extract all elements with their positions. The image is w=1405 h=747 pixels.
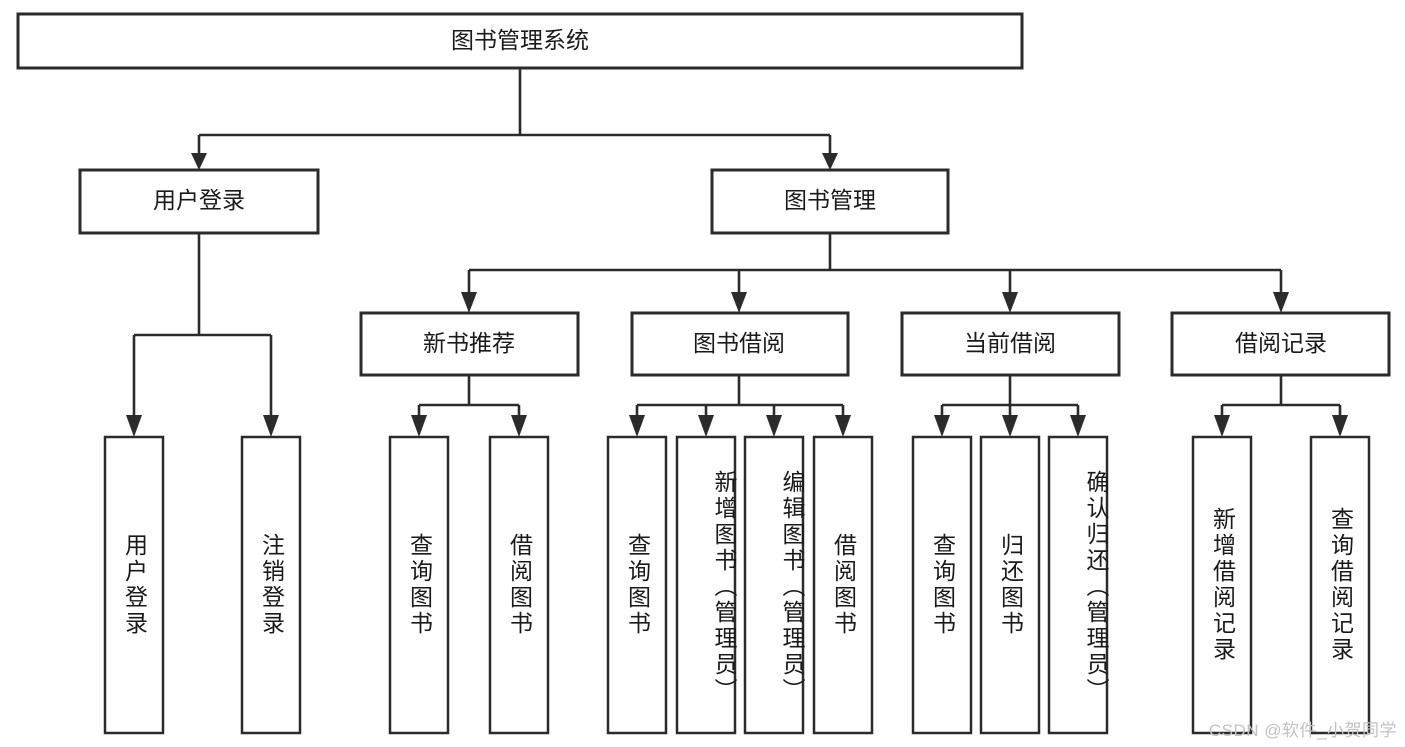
node-level2-user-login-box[interactable]: [78, 168, 320, 235]
node-leaf-bookborrow-2-label: 编辑图书（管理员）: [779, 470, 805, 704]
arrow-head-leaf-bookborrow-0: [629, 415, 645, 437]
node-level3-new-book-box[interactable]: [359, 311, 580, 377]
node-root-label: 图书管理系统: [451, 27, 589, 53]
node-leaf-currentborrow-2-label: 确认归还（管理员）: [1083, 470, 1109, 704]
node-leaf-bookborrow-0-label: 查询图书: [624, 533, 651, 637]
node-level3-current-borrow-label: 当前借阅: [964, 330, 1056, 356]
node-level2-book-manage-label: 图书管理: [784, 187, 876, 213]
arrow-head-user-login: [191, 153, 207, 170]
arrow-head-leaf-user-login-1: [263, 415, 279, 437]
connector-layer: [126, 68, 1348, 437]
node-root-box[interactable]: [16, 12, 1024, 70]
node-leaf-borrowrecord-1-label: 查询借阅记录: [1327, 507, 1354, 663]
node-level3-book-borrow-label: 图书借阅: [693, 330, 785, 356]
arrow-head-level3-0: [461, 292, 477, 313]
node-leaf-currentborrow-0-label: 查询图书: [929, 533, 956, 637]
node-level3-borrow-record-box[interactable]: [1170, 311, 1391, 377]
node-box-layer: [16, 12, 1391, 735]
node-leaf-bookborrow-3-label: 借阅图书: [830, 533, 857, 637]
arrow-head-book-manage: [822, 153, 838, 170]
arrow-head-level3-1: [731, 292, 747, 313]
arrow-head-leaf-currentborrow-0: [934, 415, 950, 437]
node-leaf-currentborrow-0-box[interactable]: [911, 435, 973, 735]
arrow-head-leaf-bookborrow-2: [766, 415, 782, 437]
node-leaf-user-login-1-label: 注销登录: [258, 533, 285, 637]
arrow-head-leaf-bookborrow-1: [698, 415, 714, 437]
node-level2-book-manage-box[interactable]: [710, 168, 950, 235]
node-leaf-newbook-0-box[interactable]: [388, 435, 450, 735]
node-leaf-bookborrow-1-box[interactable]: [675, 435, 737, 735]
node-leaf-currentborrow-1-label: 归还图书: [997, 533, 1024, 637]
node-leaf-borrowrecord-1-box[interactable]: [1309, 435, 1371, 735]
arrow-head-leaf-newbook-0: [411, 415, 427, 437]
node-leaf-newbook-1-box[interactable]: [488, 435, 550, 735]
node-label-layer: 图书管理系统 用户登录 图书管理 新书推荐 图书借阅 当前借阅 借阅记录: [153, 27, 1327, 356]
node-leaf-bookborrow-1-label: 新增图书（管理员）: [711, 470, 737, 704]
arrow-head-level3-2: [1002, 292, 1018, 313]
arrow-head-leaf-borrowrecord-0: [1214, 415, 1230, 437]
node-level2-user-login-label: 用户登录: [153, 187, 245, 213]
arrow-head-leaf-currentborrow-1: [1002, 415, 1018, 437]
arrow-head-level3-3: [1273, 292, 1289, 313]
node-leaf-user-login-0-box[interactable]: [103, 435, 165, 735]
node-level3-current-borrow-box[interactable]: [900, 311, 1121, 377]
arrow-head-leaf-newbook-1: [511, 415, 527, 437]
node-leaf-bookborrow-3-box[interactable]: [812, 435, 874, 735]
arrow-head-leaf-user-login-0: [126, 415, 142, 437]
node-leaf-user-login-1-box[interactable]: [240, 435, 302, 735]
arrow-head-leaf-currentborrow-2: [1070, 415, 1086, 437]
node-leaf-newbook-1-label: 借阅图书: [506, 533, 533, 637]
node-leaf-currentborrow-1-box[interactable]: [979, 435, 1041, 735]
node-leaf-borrowrecord-0-label: 新增借阅记录: [1209, 507, 1236, 663]
node-leaf-user-login-0-label: 用户登录: [121, 533, 148, 637]
node-leaf-newbook-0-label: 查询图书: [406, 533, 433, 637]
node-level3-book-borrow-box[interactable]: [630, 311, 850, 377]
node-leaf-bookborrow-2-box[interactable]: [743, 435, 805, 735]
arrow-head-leaf-bookborrow-3: [835, 415, 851, 437]
node-leaf-bookborrow-0-box[interactable]: [606, 435, 668, 735]
node-leaf-borrowrecord-0-box[interactable]: [1191, 435, 1253, 735]
node-level3-new-book-label: 新书推荐: [423, 330, 515, 356]
node-leaf-currentborrow-2-box[interactable]: [1047, 435, 1109, 735]
arrow-head-leaf-borrowrecord-1: [1332, 415, 1348, 437]
node-level3-borrow-record-label: 借阅记录: [1235, 330, 1327, 356]
